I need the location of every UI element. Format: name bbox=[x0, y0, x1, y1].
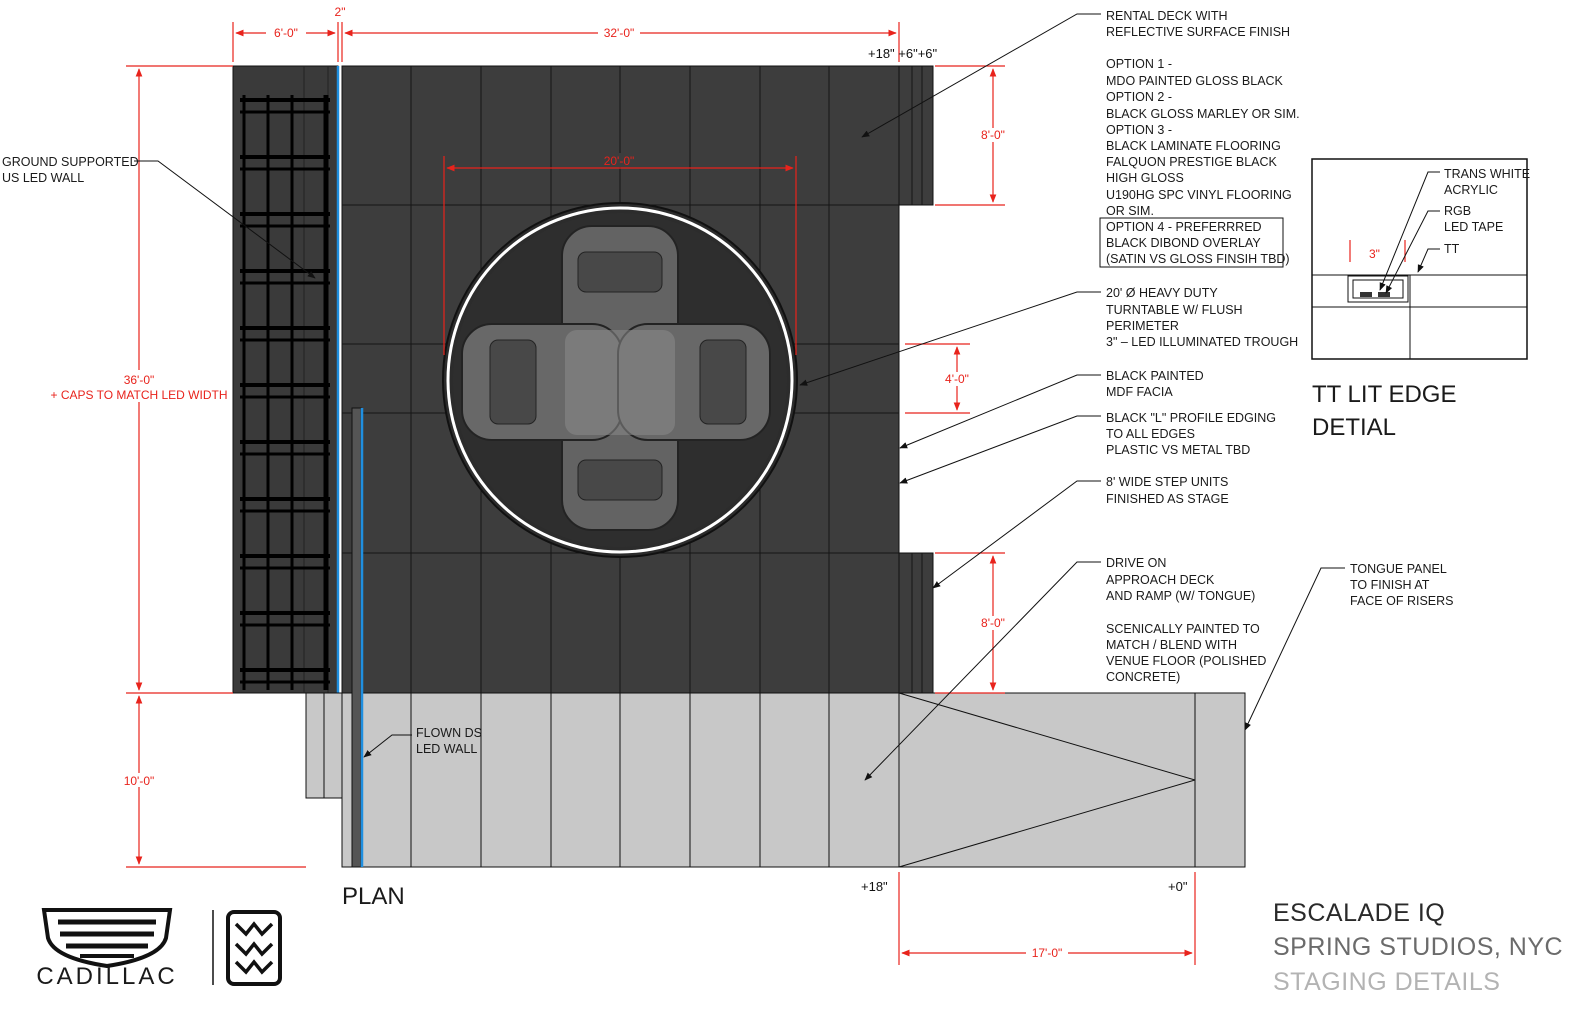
detail-title: TT LIT EDGE DETIAL bbox=[1312, 381, 1463, 441]
dim-step-bottom: 8'-0" bbox=[981, 616, 1005, 630]
tt-lit-edge-detail: 3" TRANS WHITE ACRYLIC RGB LED TAPE TT bbox=[1311, 158, 1534, 360]
dim-led-wall-width: 6'-0" bbox=[274, 26, 298, 40]
dim-deck-width: 32'-0" bbox=[604, 26, 635, 40]
dimensions: 6'-0" 2" 32'-0" 20'-0" 36'-0" + CAPS TO … bbox=[50, 5, 1196, 965]
brand-name: CADILLAC bbox=[36, 963, 177, 990]
option4-box bbox=[1099, 217, 1284, 268]
callout-ground-led-wall: GROUND SUPPORTED US LED WALL bbox=[2, 155, 142, 185]
dim-step-top: 8'-0" bbox=[981, 128, 1005, 142]
detail-label-tt: TT bbox=[1444, 242, 1460, 256]
svg-text:TRANS WHITE ACRYLIC: TRANS WHITE ACRYLIC RGB LED TAPE TT bbox=[1444, 167, 1534, 256]
level-top: +18" +6"+6" bbox=[868, 46, 938, 61]
ramp bbox=[898, 692, 1246, 868]
callout-facia: BLACK PAINTED MDF FACIA bbox=[1106, 369, 1207, 399]
detail-dim: 3" bbox=[1369, 247, 1380, 261]
detail-label-acrylic: TRANS WHITE bbox=[1444, 167, 1530, 181]
callout-scenic: SCENICALLY PAINTED TO MATCH / BLEND WITH… bbox=[1106, 622, 1270, 684]
callout-deck-options: OPTION 1 - MDO PAINTED GLOSS BLACK OPTIO… bbox=[1106, 57, 1303, 218]
cadillac-crest-icon bbox=[41, 908, 173, 969]
dim-step-middle: 4'-0" bbox=[945, 372, 969, 386]
callout-flown-led-wall: FLOWN DS LED WALL bbox=[416, 726, 485, 756]
flown-led-wall bbox=[351, 407, 364, 868]
plan-label: PLAN bbox=[342, 883, 405, 910]
callout-option4: OPTION 4 - PREFERRRED BLACK DIBOND OVERL… bbox=[1106, 220, 1290, 266]
level-floor: +0" bbox=[1168, 879, 1188, 894]
vehicle-silhouettes bbox=[461, 225, 771, 531]
callout-approach: DRIVE ON APPROACH DECK AND RAMP (W/ TONG… bbox=[1106, 556, 1255, 603]
leader-lines bbox=[134, 13, 1345, 781]
callout-turntable: 20' Ø HEAVY DUTY TURNTABLE W/ FLUSH PERI… bbox=[1106, 286, 1298, 349]
callout-tongue: TONGUE PANEL TO FINISH AT FACE OF RISERS bbox=[1350, 562, 1454, 608]
detail-label-led: RGB bbox=[1444, 204, 1471, 218]
dim-turntable-width: 20'-0" bbox=[604, 154, 635, 168]
dim-approach-depth: 10'-0" bbox=[124, 774, 155, 788]
title-line-3: STAGING DETAILS bbox=[1273, 968, 1500, 996]
approach-deck bbox=[305, 692, 900, 868]
ground-led-wall bbox=[232, 65, 340, 694]
title-line-1: ESCALADE IQ bbox=[1273, 899, 1445, 927]
dim-gap: 2" bbox=[335, 5, 346, 19]
callout-steps: 8' WIDE STEP UNITS FINISHED AS STAGE bbox=[1106, 475, 1232, 506]
turntable bbox=[442, 202, 798, 558]
dim-deck-depth-note: + CAPS TO MATCH LED WIDTH bbox=[50, 388, 227, 402]
dim-ramp-length: 17'-0" bbox=[1032, 946, 1063, 960]
title-line-2: SPRING STUDIOS, NYC bbox=[1273, 933, 1563, 961]
tongue-panel bbox=[1194, 692, 1246, 868]
step-unit-lower bbox=[898, 552, 934, 694]
dim-deck-depth: 36'-0" bbox=[124, 373, 155, 387]
spring-studios-monogram-icon bbox=[226, 910, 282, 986]
callout-rental-deck: RENTAL DECK WITH REFLECTIVE SURFACE FINI… bbox=[1106, 9, 1290, 39]
callout-edging: BLACK "L" PROFILE EDGING TO ALL EDGES PL… bbox=[1106, 411, 1280, 457]
step-unit-upper bbox=[898, 65, 934, 206]
level-deck: +18" bbox=[861, 879, 888, 894]
